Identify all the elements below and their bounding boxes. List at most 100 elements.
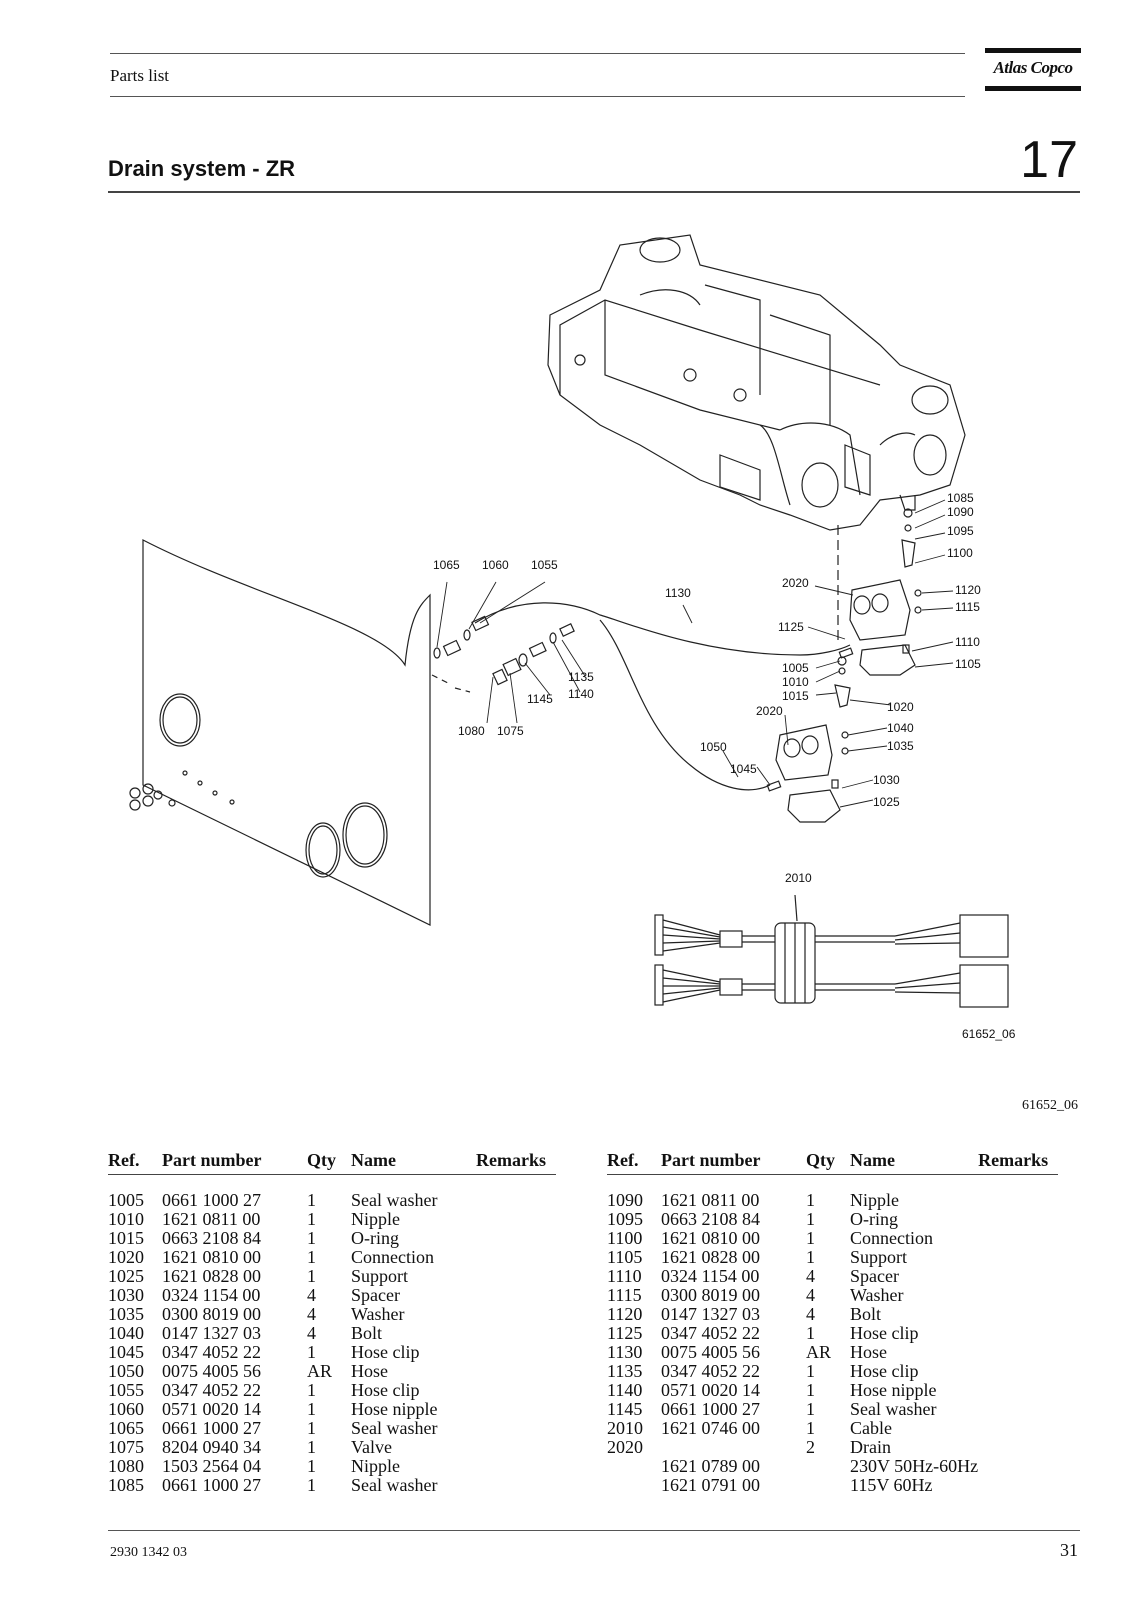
leader-lines: [436, 499, 954, 808]
column-header-part-number: Part number: [162, 1150, 307, 1175]
cell-part-number: 1621 0810 00: [661, 1228, 760, 1248]
cell-ref: 1075: [108, 1437, 144, 1457]
cell-remarks: [476, 1248, 556, 1267]
cell-remarks: [978, 1305, 1058, 1324]
section-title: Drain system - ZR: [108, 156, 296, 181]
compressor-housing: [547, 234, 966, 531]
exploded-view-drawing: 1085 1090 1095 1100 1120 1115 1110 1105 …: [129, 234, 1016, 1041]
cell-qty: 2: [806, 1437, 815, 1457]
cell-ref: 1105: [607, 1247, 643, 1267]
callout-label: 1060: [482, 558, 509, 572]
cell-remarks: [476, 1362, 556, 1381]
cell-name: Connection: [850, 1228, 933, 1248]
cell-ref: 1100: [607, 1228, 643, 1248]
cell-part-number: 0571 0020 14: [162, 1399, 261, 1419]
cell-qty: 1: [307, 1456, 316, 1476]
cell-qty: 1: [806, 1209, 815, 1229]
cell-part-number: 0347 4052 22: [162, 1380, 261, 1400]
cell-part-number: 0347 4052 22: [162, 1342, 261, 1362]
cell-name: Seal washer: [351, 1475, 438, 1495]
cell-part-number: 1621 0810 00: [162, 1247, 261, 1267]
callout-label: 2010: [785, 871, 812, 885]
cell-part-number: 1621 0789 00: [661, 1456, 760, 1476]
callout-label: 1090: [947, 505, 974, 519]
callout-label: 1065: [433, 558, 460, 572]
cell-ref: 1090: [607, 1190, 643, 1210]
cell-qty: AR: [307, 1361, 333, 1381]
cell-remarks: [978, 1419, 1058, 1438]
cell-ref: 1020: [108, 1247, 144, 1267]
cell-name: Washer: [850, 1285, 904, 1305]
cell-name: 230V 50Hz-60Hz: [850, 1456, 979, 1476]
cell-part-number: 0147 1327 03: [661, 1304, 760, 1324]
cell-ref: 1050: [108, 1361, 144, 1381]
cell-ref: 1015: [108, 1228, 144, 1248]
cell-name: Hose clip: [351, 1380, 420, 1400]
callout-label: 1115: [955, 600, 980, 614]
cell-qty: 1: [806, 1228, 815, 1248]
cell-qty: 1: [806, 1247, 815, 1267]
column-header-qty: Qty: [307, 1150, 351, 1175]
cell-qty: [806, 1476, 850, 1495]
cell-part-number: 1621 0791 00: [661, 1475, 760, 1495]
table-header-row: Ref. Part number Qty Name Remarks: [108, 1150, 556, 1175]
cell-name: Washer: [351, 1304, 405, 1324]
panel-fittings: [129, 783, 176, 811]
drawing-inner-id: 61652_06: [962, 1027, 1016, 1041]
cell-name: Valve: [351, 1437, 392, 1457]
cell-ref: 1060: [108, 1399, 144, 1419]
cell-qty: 1: [307, 1266, 316, 1286]
callout-label: 1055: [531, 558, 558, 572]
callouts: 1085 1090 1095 1100 1120 1115 1110 1105 …: [433, 491, 1016, 1041]
callout-label: 1050: [700, 740, 727, 754]
page-number: 31: [1060, 1540, 1078, 1560]
cell-remarks: [476, 1229, 556, 1248]
column-header-remarks: Remarks: [978, 1150, 1059, 1175]
hose-1130: [474, 602, 851, 656]
cell-name: Hose nipple: [850, 1380, 937, 1400]
cell-ref: 1130: [607, 1342, 643, 1362]
callout-label: 1125: [778, 620, 804, 634]
running-header: Parts list: [110, 66, 170, 85]
cell-part-number: 0075 4005 56: [162, 1361, 261, 1381]
cell-name: Hose: [850, 1342, 887, 1362]
callout-label: 1130: [665, 586, 691, 600]
document-number: 2930 1342 03: [110, 1545, 187, 1560]
cell-ref: 2010: [607, 1418, 643, 1438]
cell-ref: 1040: [108, 1323, 144, 1343]
cell-ref: 1080: [108, 1456, 144, 1476]
footer-rule: [108, 1530, 1080, 1531]
callout-label: 1105: [955, 657, 981, 671]
cell-ref: 1065: [108, 1418, 144, 1438]
cell-name: Seal washer: [351, 1418, 438, 1438]
cell-name: Spacer: [850, 1266, 899, 1286]
cell-remarks: [978, 1362, 1058, 1381]
cell-part-number: 1621 0811 00: [162, 1209, 261, 1229]
cell-qty: 1: [307, 1228, 316, 1248]
cell-ref: 1085: [108, 1475, 144, 1495]
callout-label: 1005: [782, 661, 809, 675]
column-header-ref: Ref.: [607, 1150, 661, 1175]
logo-wordmark: Atlas Copco: [993, 58, 1073, 77]
cell-remarks: [978, 1210, 1058, 1229]
callout-label: 2020: [756, 704, 783, 718]
cell-qty: 1: [307, 1475, 316, 1495]
callout-label: 1075: [497, 724, 524, 738]
cell-part-number: 0324 1154 00: [661, 1266, 760, 1286]
callout-label: 1020: [887, 700, 914, 714]
cell-ref: 1030: [108, 1285, 144, 1305]
cell-remarks: [978, 1175, 1058, 1211]
